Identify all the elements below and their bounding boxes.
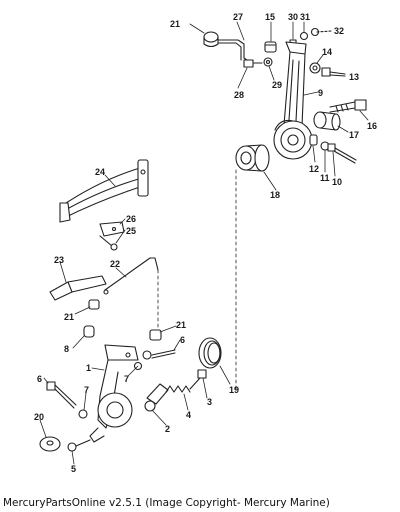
callout-10: 10 [332,177,342,187]
part-1-throttle-lever [89,344,139,443]
callout-19: 19 [229,385,239,395]
part-18-pulley [235,144,270,172]
part-14-washer [309,62,321,74]
part-2-follower [144,383,169,412]
part-4-spring [165,385,191,393]
callout-21-top: 21 [170,19,180,29]
callout-6-right: 6 [180,335,185,345]
callout-22: 22 [110,259,120,269]
part-21-sleeve-lower [149,329,162,341]
callout-29: 29 [272,80,282,90]
callout-leader-lines [39,21,369,465]
callout-20: 20 [34,412,44,422]
part-6-screw-left [46,381,77,409]
callout-21-lower: 21 [176,320,186,330]
callout-25: 25 [126,226,136,236]
image-caption: MercuryPartsOnline v2.5.1 (Image Copyrig… [3,497,330,509]
part-7-washer-left [78,409,88,419]
callout-24: 24 [95,167,105,177]
callout-23: 23 [54,255,64,265]
part-21-top-rod-end [203,31,263,68]
callout-12: 12 [309,164,319,174]
part-17-bushing [313,111,341,131]
part-8-pin [83,325,95,338]
part-13-screw [321,67,346,77]
callout-3: 3 [207,397,212,407]
callout-2: 2 [165,424,170,434]
part-24-spring-bracket [59,159,149,223]
callout-13: 13 [349,72,359,82]
callout-8: 8 [64,344,69,354]
callout-18: 18 [270,190,280,200]
part-20-disc [39,436,61,452]
part-12-spacer [309,134,318,146]
callout-1: 1 [86,363,91,373]
callout-6-left: 6 [37,374,42,384]
part-23-link [49,275,107,301]
part-25-screw [99,235,118,251]
part-29-nut [263,57,273,67]
part-6-screw-right [142,349,176,360]
callout-26: 26 [126,214,136,224]
part-10-screw [327,143,357,164]
callout-32: 32 [334,26,344,36]
callout-28: 28 [234,90,244,100]
callout-31: 31 [300,12,310,22]
callout-30: 30 [288,12,298,22]
callout-7-left: 7 [84,385,89,395]
part-22-rod [103,257,159,295]
callout-9: 9 [318,88,323,98]
callout-11: 11 [320,173,330,183]
part-19-ring [198,337,222,369]
callout-15: 15 [265,12,275,22]
part-5-screw [67,439,91,452]
callout-7-right: 7 [124,374,129,384]
callout-16: 16 [367,121,377,131]
callout-5: 5 [71,464,76,474]
part-16-bolt [329,99,367,113]
callout-4: 4 [186,410,191,420]
part-15-sleeve [264,41,277,53]
part-9-cam-lever [273,41,313,160]
callout-labels: 21 27 15 30 31 32 28 29 14 13 9 16 17 12… [34,12,377,474]
callout-21-middle: 21 [64,312,74,322]
callout-14: 14 [322,47,332,57]
callout-17: 17 [349,130,359,140]
part-3-screw [189,369,207,390]
part-21-sleeve-middle [88,299,100,310]
callout-27: 27 [233,12,243,22]
